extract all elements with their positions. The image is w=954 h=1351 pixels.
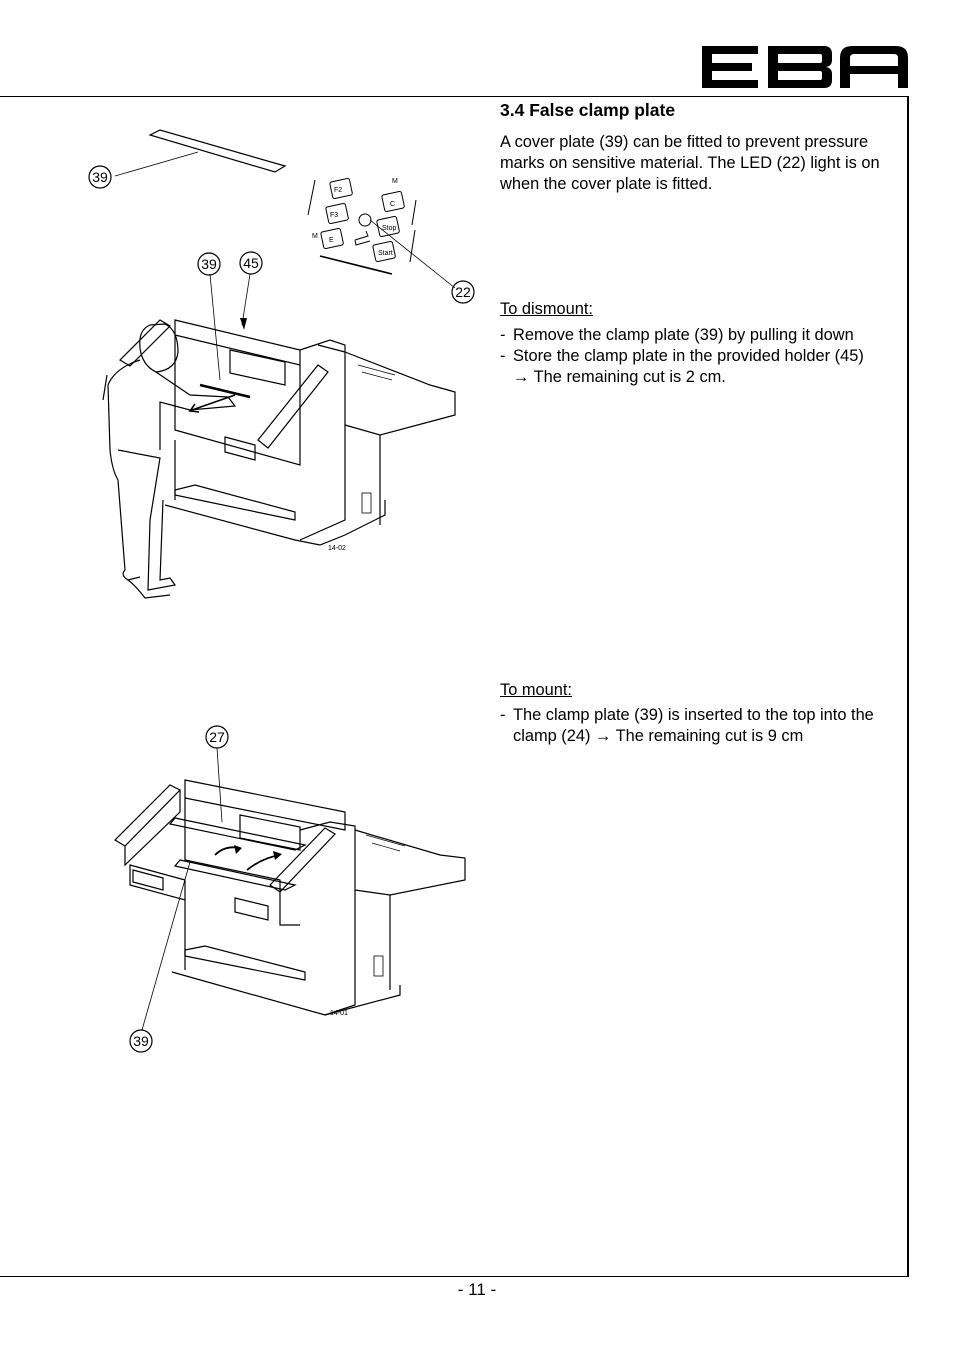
key-label: Stop (382, 225, 397, 232)
dismount-result: → The remaining cut is 2 cm. (513, 368, 726, 386)
callout-39: 39 (92, 169, 108, 185)
figure-dismount-illustration: F2 F3 M E C Stop Start M 14-02 39 39 45 … (88, 129, 475, 599)
figure-code: 14-02 (328, 545, 346, 552)
figure-mount-illustration: 14-01 27 39 (114, 725, 466, 1053)
callout-45: 45 (243, 255, 259, 271)
right-margin-rule (907, 96, 909, 1277)
list-item: Store the clamp plate in the provided ho… (500, 346, 905, 367)
key-label: Start (378, 250, 393, 257)
callout-39: 39 (133, 1033, 149, 1049)
callout-39: 39 (201, 256, 217, 272)
mount-steps: The clamp plate (39) is inserted to the … (500, 705, 895, 747)
intro-paragraph: A cover plate (39) can be fitted to prev… (500, 133, 880, 193)
key-label: F2 (334, 187, 342, 194)
callout-27: 27 (209, 729, 225, 745)
key-label: C (390, 201, 395, 208)
key-label: M (312, 233, 318, 240)
dismount-steps: Remove the clamp plate (39) by pulling i… (500, 325, 905, 388)
page-number: - 11 - (457, 1280, 497, 1299)
callout-22: 22 (455, 284, 471, 300)
list-item: The clamp plate (39) is inserted to the … (500, 705, 895, 747)
key-label: M (392, 178, 398, 185)
section-title: 3.4 False clamp plate (500, 100, 676, 120)
key-label: E (329, 237, 334, 244)
dismount-heading: To dismount: (500, 300, 593, 318)
header-rule (0, 96, 908, 97)
footer-rule (0, 1276, 908, 1277)
mount-heading: To mount: (500, 681, 572, 699)
list-item: Remove the clamp plate (39) by pulling i… (500, 325, 905, 346)
eba-logo (702, 46, 908, 88)
key-label: F3 (330, 212, 338, 219)
figure-code: 14-01 (330, 1010, 348, 1017)
